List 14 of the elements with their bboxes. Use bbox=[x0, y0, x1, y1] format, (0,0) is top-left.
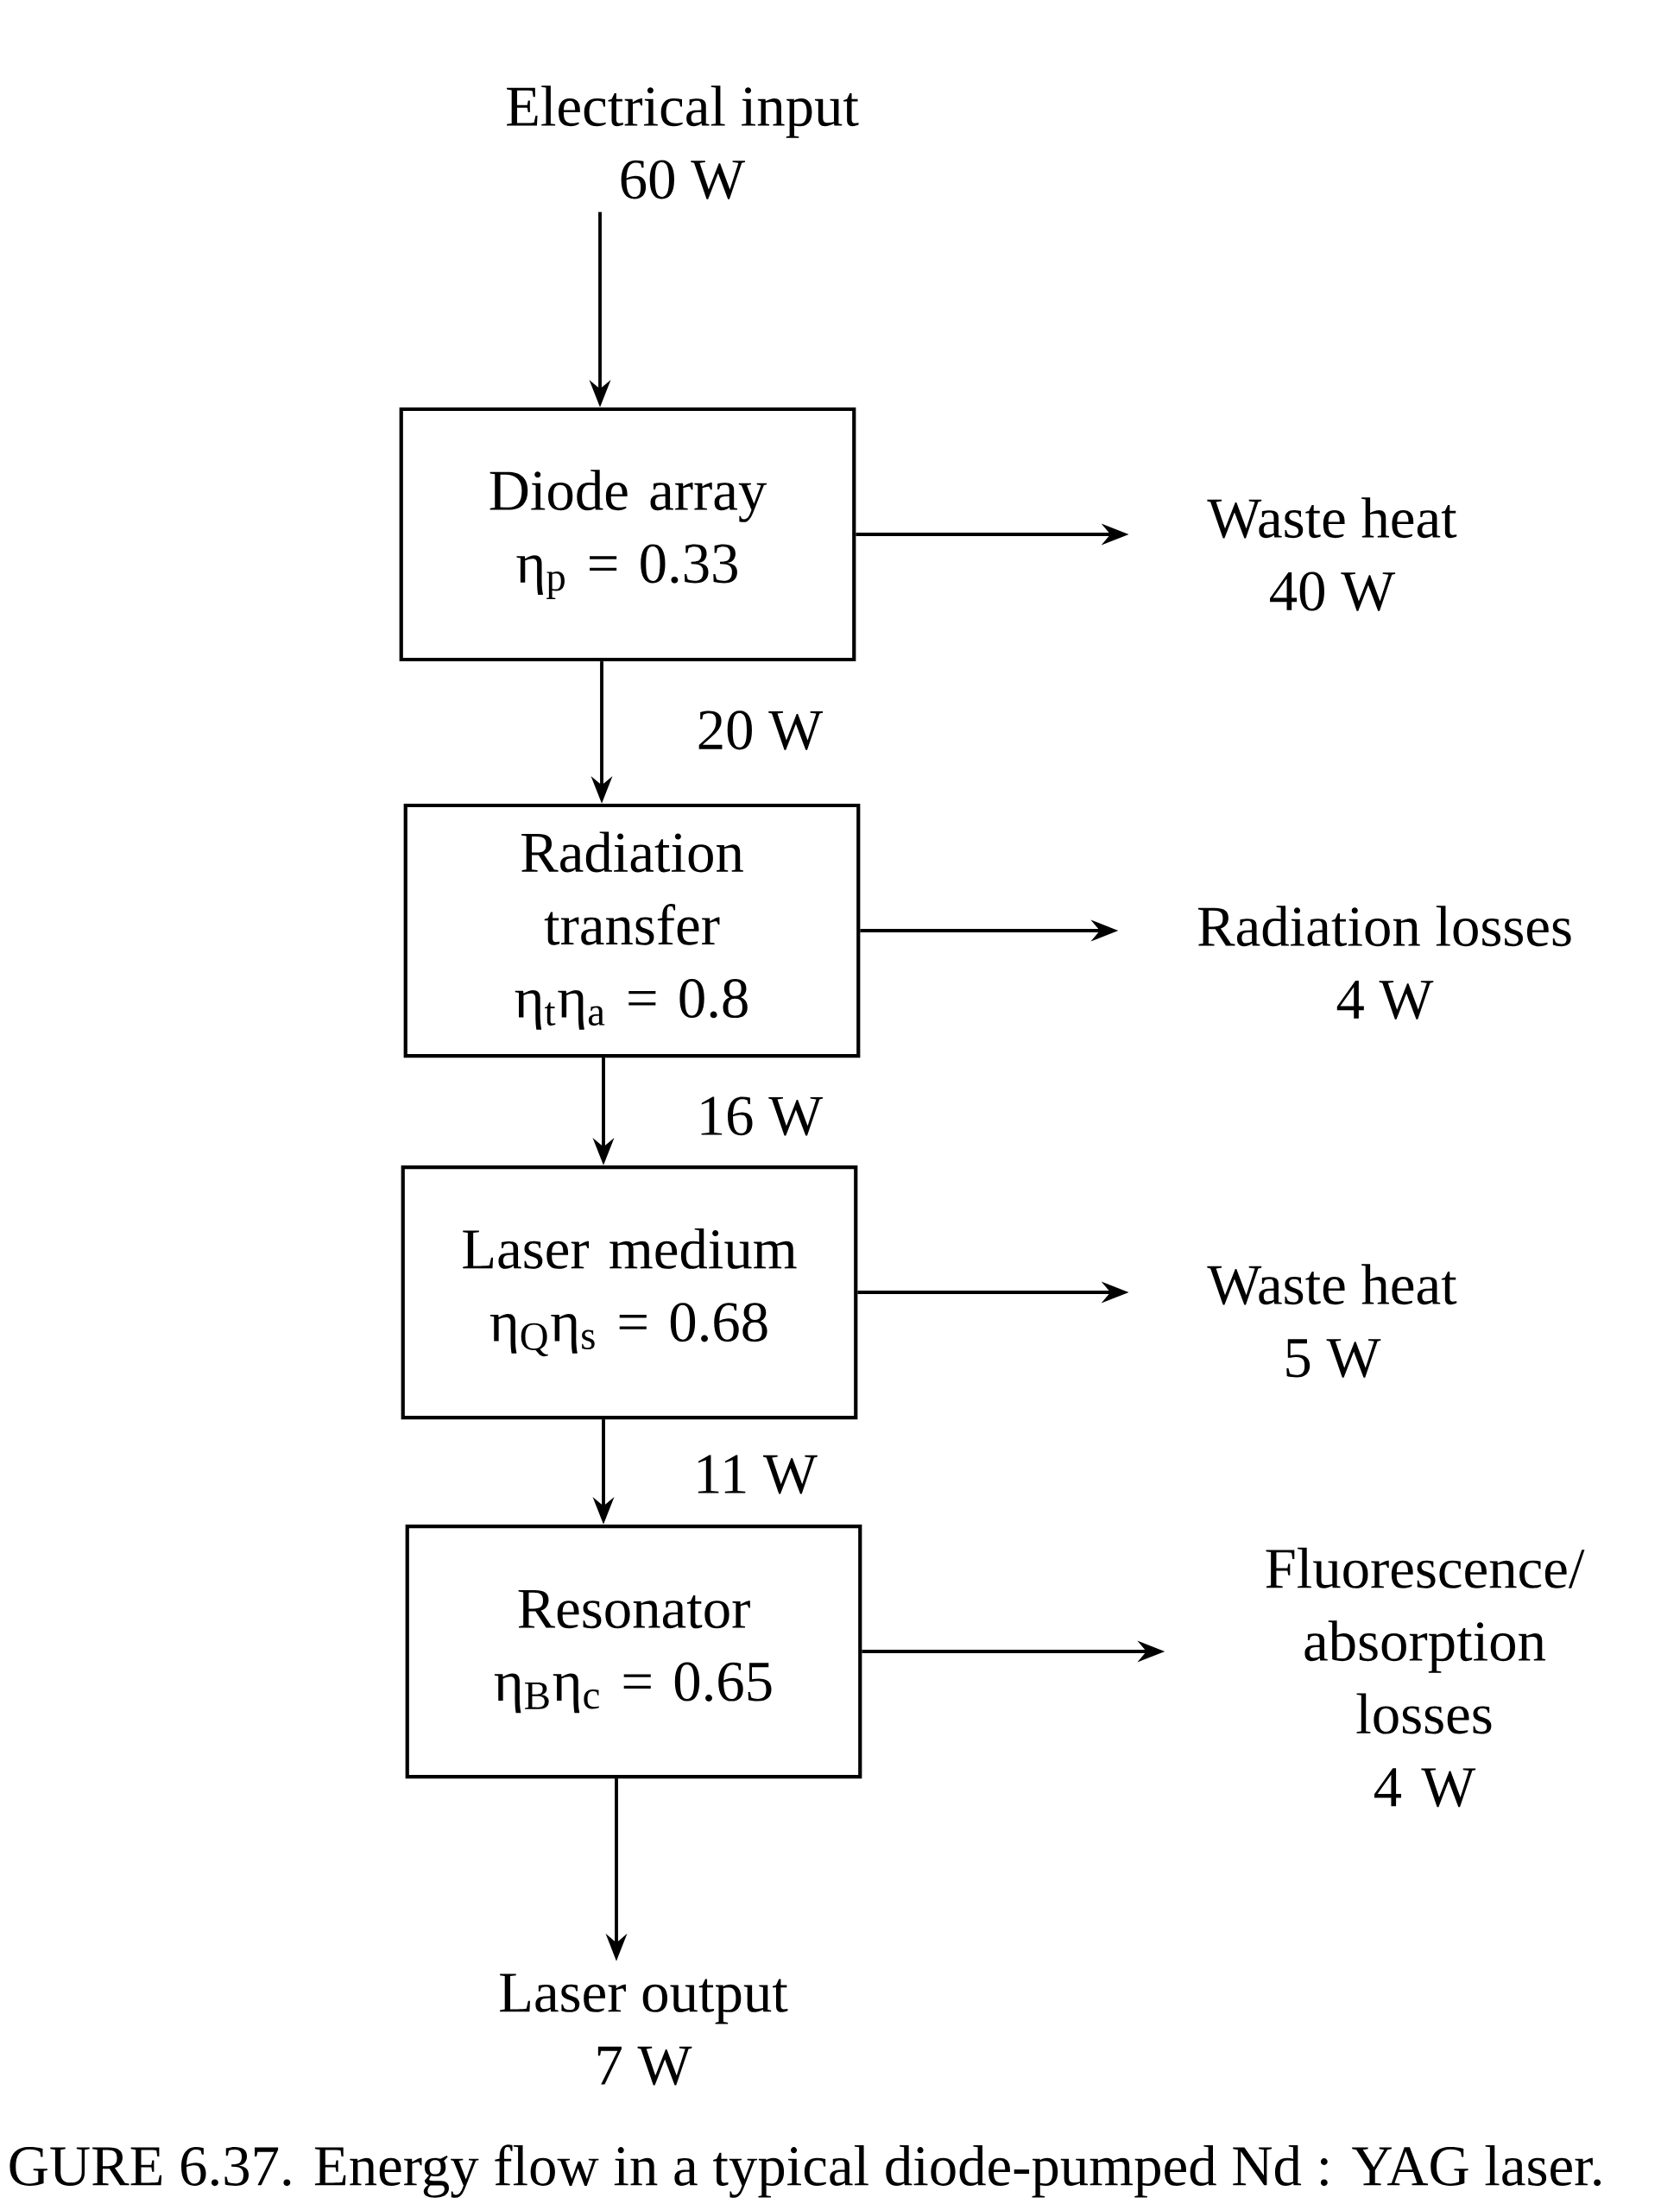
edge-label: 11 W bbox=[686, 1449, 824, 1500]
process-box: Resonator η$_{B}$η$_{c}$ = 0.65 bbox=[405, 1524, 862, 1779]
process-box: Radiation transfer η$_{t}$η$_{a}$ = 0.8 bbox=[403, 803, 861, 1058]
figure-caption: GURE 6.37. Energy flow in a typical diode-pumped Nd : YAG laser. bbox=[9, 2144, 1601, 2198]
process-box: Diode array η$_{p}$ = 0.33 bbox=[399, 407, 856, 662]
flow-label: Fluorescence/ absorption losses 4 W bbox=[1266, 1547, 1585, 1808]
flow-label: Laser output 7 W bbox=[500, 1973, 788, 2086]
edge-label: 20 W bbox=[690, 704, 830, 756]
flow-label: Electrical input 60 W bbox=[507, 85, 859, 199]
flow-label: Waste heat 5 W bbox=[1207, 1264, 1457, 1378]
edge-label: 16 W bbox=[690, 1090, 830, 1142]
process-box: Laser medium η$_{Q}$η$_{s}$ = 0.68 bbox=[401, 1165, 858, 1420]
flow-label: Radiation losses 4 W bbox=[1198, 906, 1571, 1020]
flow-label: Waste heat 40 W bbox=[1207, 497, 1457, 611]
